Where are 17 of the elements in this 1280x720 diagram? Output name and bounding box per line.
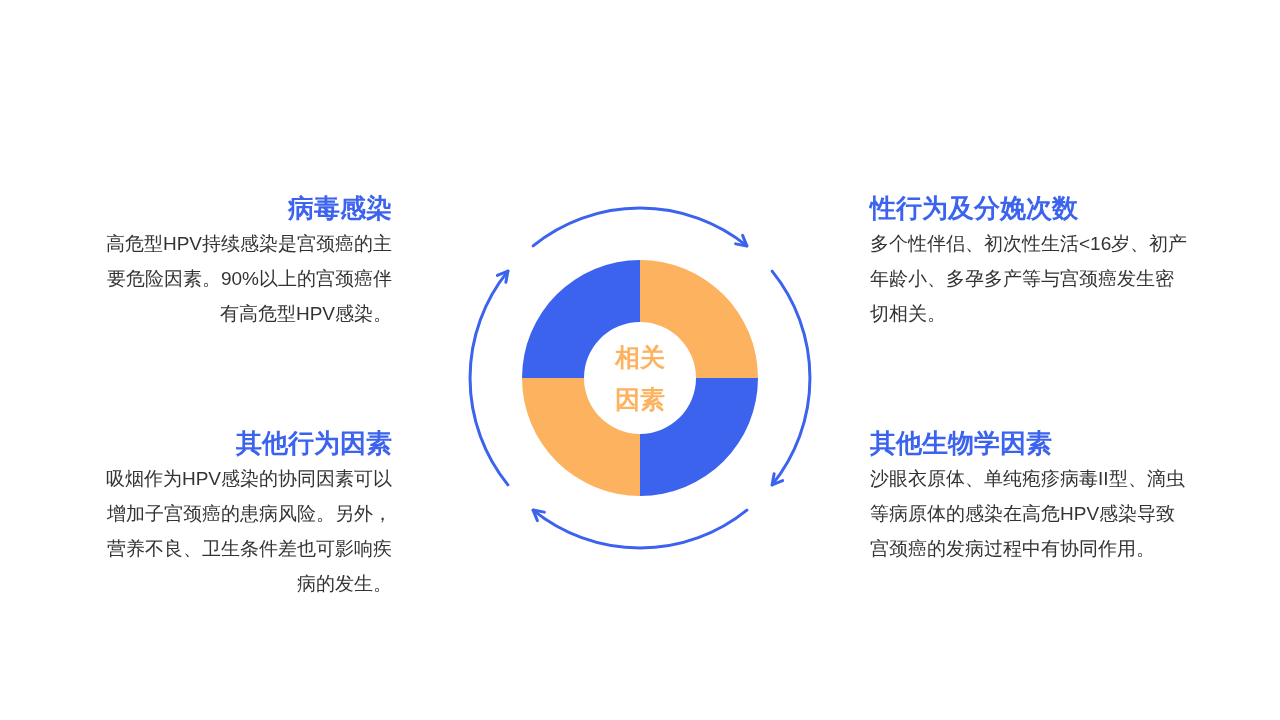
curved-arrow xyxy=(531,206,749,248)
paragraph: 吸烟作为HPV感染的协同因素可以增加子宫颈癌的患病风险。另外，营养不良、卫生条件差也可影响疾病的发生。 xyxy=(104,467,392,596)
ring-segment xyxy=(640,260,758,378)
heading: 其他生物学因素 xyxy=(870,427,1053,460)
heading: 病毒感染 xyxy=(287,192,392,225)
paragraph: 沙眼衣原体、单纯疱疹病毒II型、滴虫等病原体的感染在高危HPV感染导致宫颈癌的发病过程中有协同作用。 xyxy=(870,467,1186,561)
curved-arrow xyxy=(531,508,749,550)
ring-segment xyxy=(522,378,640,496)
curved-arrow xyxy=(770,269,812,487)
heading: 其他行为因素 xyxy=(235,427,392,460)
center-label: 相关因素 xyxy=(613,342,666,415)
ring-segment xyxy=(522,260,640,378)
paragraph: 多个性伴侣、初次性生活<16岁、初产年龄小、多孕多产等与宫颈癌发生密切相关。 xyxy=(870,232,1189,326)
heading: 性行为及分娩次数 xyxy=(870,192,1079,225)
curved-arrow xyxy=(468,269,510,487)
paragraph: 高危型HPV持续感染是宫颈癌的主要危险因素。90%以上的宫颈癌伴有高危型HPV感染。 xyxy=(104,232,392,326)
ring-segment xyxy=(640,378,758,496)
